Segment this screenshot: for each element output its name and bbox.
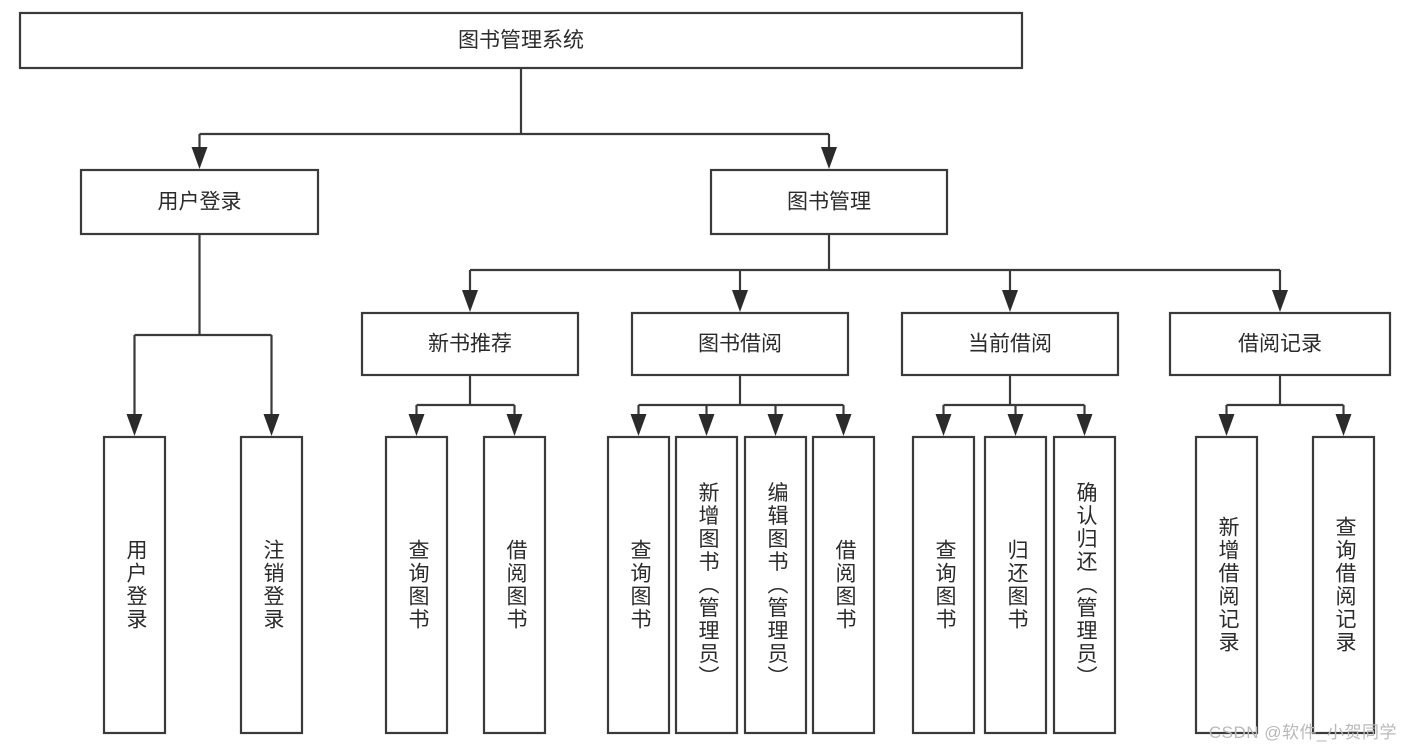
node-user-login[interactable]: 用户登录 (79, 168, 320, 236)
arrowhead-icon (698, 414, 715, 436)
arrowhead-icon (732, 290, 748, 312)
node-box-leaf-edit-book (743, 435, 808, 735)
edge-group-user-login (126, 234, 280, 436)
arrowhead-icon (126, 414, 143, 436)
node-label-leaf-return-book: 归还图书 (1005, 539, 1029, 631)
node-leaf-add-record[interactable]: 新增借阅记录 (1194, 435, 1259, 735)
edge-group-book-borrow (630, 375, 852, 436)
node-book-manage[interactable]: 图书管理 (709, 168, 949, 236)
edge-layer (126, 68, 1352, 436)
arrowhead-icon (263, 414, 280, 436)
node-label-user-login: 用户登录 (158, 191, 242, 214)
node-box-leaf-query-book-3 (911, 435, 976, 735)
node-label-new-book-rec: 新书推荐 (428, 333, 512, 356)
arrowhead-icon (630, 414, 647, 436)
node-leaf-logout[interactable]: 注销登录 (239, 435, 304, 735)
node-box-user-login (79, 168, 320, 236)
node-current-borrow[interactable]: 当前借阅 (900, 311, 1120, 377)
node-box-borrow-record (1168, 311, 1392, 377)
node-box-leaf-add-record (1194, 435, 1259, 735)
arrowhead-icon (835, 414, 852, 436)
arrowhead-icon (1007, 414, 1024, 436)
node-leaf-add-book[interactable]: 新增图书（管理员） (674, 435, 739, 735)
edge-group-book-manage (462, 234, 1288, 312)
arrowhead-icon (1272, 290, 1288, 312)
node-label-book-borrow: 图书借阅 (698, 333, 782, 356)
node-label-leaf-add-book: 新增图书（管理员） (696, 482, 720, 689)
node-box-leaf-query-record (1311, 435, 1376, 735)
node-box-leaf-return-book (983, 435, 1048, 735)
node-label-leaf-add-record: 新增借阅记录 (1216, 516, 1240, 654)
node-new-book-rec[interactable]: 新书推荐 (360, 311, 580, 377)
node-box-leaf-add-book (674, 435, 739, 735)
node-box-leaf-user-login (102, 435, 167, 735)
node-root[interactable]: 图书管理系统 (18, 11, 1024, 70)
node-label-leaf-borrow-book-1: 借阅图书 (504, 539, 528, 631)
arrowhead-icon (1076, 414, 1093, 436)
node-leaf-borrow-book-2[interactable]: 借阅图书 (811, 435, 876, 735)
node-box-leaf-borrow-book-1 (482, 435, 547, 735)
node-leaf-query-book-2[interactable]: 查询图书 (606, 435, 671, 735)
node-box-leaf-query-book-1 (384, 435, 449, 735)
node-leaf-confirm-return[interactable]: 确认归还（管理员） (1052, 435, 1117, 735)
edge-group-current-borrow (935, 375, 1093, 436)
node-leaf-return-book[interactable]: 归还图书 (983, 435, 1048, 735)
edge-group-borrow-record (1218, 375, 1352, 436)
arrowhead-icon (1218, 414, 1235, 436)
arrowhead-icon (821, 147, 837, 169)
node-label-leaf-logout: 注销登录 (261, 539, 285, 631)
arrowhead-icon (935, 414, 952, 436)
node-box-leaf-query-book-2 (606, 435, 671, 735)
node-label-leaf-query-record: 查询借阅记录 (1333, 516, 1357, 654)
arrowhead-icon (1002, 290, 1018, 312)
node-label-leaf-query-book-3: 查询图书 (933, 539, 957, 631)
arrowhead-icon (408, 414, 425, 436)
arrowhead-icon (767, 414, 784, 436)
node-label-leaf-confirm-return: 确认归还（管理员） (1074, 482, 1098, 689)
node-box-current-borrow (900, 311, 1120, 377)
node-box-new-book-rec (360, 311, 580, 377)
node-label-leaf-query-book-2: 查询图书 (628, 539, 652, 631)
node-box-leaf-borrow-book-2 (811, 435, 876, 735)
edge-group-new-book-rec (408, 375, 523, 436)
node-leaf-edit-book[interactable]: 编辑图书（管理员） (743, 435, 808, 735)
node-box-leaf-logout (239, 435, 304, 735)
node-leaf-user-login[interactable]: 用户登录 (102, 435, 167, 735)
arrowhead-icon (191, 147, 208, 169)
node-label-book-manage: 图书管理 (787, 191, 871, 214)
arrowhead-icon (506, 414, 523, 436)
node-leaf-query-record[interactable]: 查询借阅记录 (1311, 435, 1376, 735)
node-label-current-borrow: 当前借阅 (968, 333, 1052, 356)
node-label-leaf-query-book-1: 查询图书 (406, 539, 430, 631)
node-label-borrow-record: 借阅记录 (1238, 333, 1322, 356)
node-label-leaf-edit-book: 编辑图书（管理员） (765, 482, 789, 689)
node-box-leaf-confirm-return (1052, 435, 1117, 735)
csdn-watermark: CSDN @软件_小贺同学 (1208, 723, 1397, 742)
node-book-borrow[interactable]: 图书借阅 (630, 311, 850, 377)
arrowhead-icon (1335, 414, 1352, 436)
node-box-book-borrow (630, 311, 850, 377)
node-leaf-query-book-1[interactable]: 查询图书 (384, 435, 449, 735)
node-borrow-record[interactable]: 借阅记录 (1168, 311, 1392, 377)
node-leaf-query-book-3[interactable]: 查询图书 (911, 435, 976, 735)
node-box-book-manage (709, 168, 949, 236)
node-leaf-borrow-book-1[interactable]: 借阅图书 (482, 435, 547, 735)
node-layer: 图书管理系统用户登录图书管理新书推荐图书借阅当前借阅借阅记录用户登录注销登录查询… (18, 11, 1392, 735)
node-label-leaf-borrow-book-2: 借阅图书 (833, 539, 857, 631)
arrowhead-icon (462, 290, 478, 312)
node-box-root (18, 11, 1024, 70)
edge-group-root (191, 68, 837, 169)
node-label-root: 图书管理系统 (458, 29, 584, 52)
node-label-leaf-user-login: 用户登录 (124, 539, 148, 631)
